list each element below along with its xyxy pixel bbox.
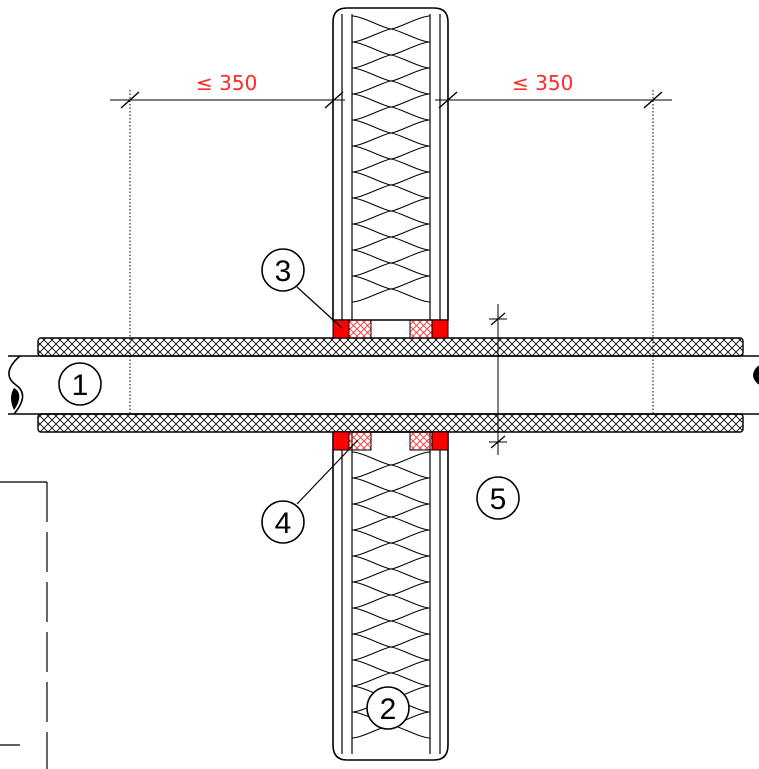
pipe-break-right [753,365,759,385]
seal-lower-right-hatch [409,431,433,451]
seal-upper-right-red [431,319,449,339]
callout-4-circle [261,500,305,544]
wall-section [332,7,449,761]
callout-4: 4 [261,439,359,544]
pipe-insulation-top [37,337,744,357]
callout-3-leader [296,286,343,329]
seal-upper [332,319,449,339]
callout-1-label: 1 [72,369,89,402]
callout-2-label: 2 [380,693,397,726]
seal-upper-right-hatch [409,319,433,339]
callout-3: 3 [261,248,343,329]
callout-3-label: 3 [275,255,292,288]
dimension-insulation-thickness [489,304,507,455]
seal-upper-left-hatch [348,319,372,339]
callout-2-circle [366,686,410,730]
dimension-right: ≤ 350 [435,71,672,414]
callout-4-label: 4 [275,507,292,540]
callout-5-circle [476,476,520,520]
callout-2: 2 [366,686,410,730]
wall-upper-outline [332,7,449,321]
callout-3-circle [261,248,305,292]
pipe-insulation-bottom [37,413,744,433]
callout-1: 1 [58,362,102,406]
pipe-break-left-fill [11,388,20,410]
seal-lower [332,431,449,451]
callout-5-label: 5 [490,483,507,516]
pipe-break-left [8,355,24,415]
seal-lower-left-hatch [348,431,372,451]
seal-lower-right-red [431,431,449,451]
boundary-line [0,481,48,769]
callout-1-circle [58,362,102,406]
wall-insulation-upper [351,15,431,303]
dimension-right-label: ≤ 350 [512,71,573,95]
insulation-wave [351,15,431,303]
wall-lower-outline [332,431,449,761]
callout-5: 5 [476,476,520,520]
dimension-left: ≤ 350 [110,71,345,414]
dimension-left-label: ≤ 350 [196,71,257,95]
seal-lower-left-red [332,431,350,451]
pipe-assembly [8,337,759,433]
callout-4-leader [296,439,359,505]
